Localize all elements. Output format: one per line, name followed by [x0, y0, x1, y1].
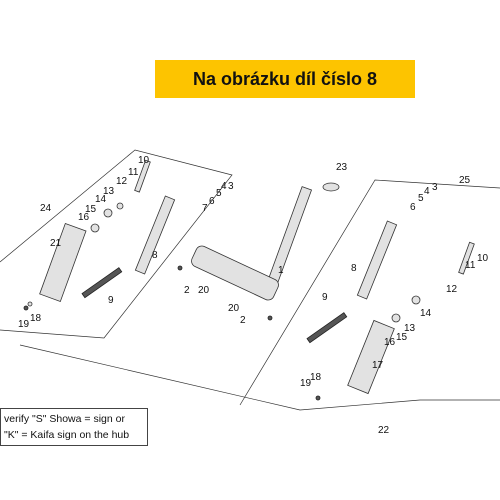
left-spring-9	[81, 267, 123, 299]
clamp-bolt-2a	[177, 265, 183, 271]
right-outer-slider-17	[347, 319, 395, 395]
callout-18-right: 18	[310, 372, 322, 383]
callout-19-left: 19	[18, 319, 30, 330]
callout-17: 17	[372, 360, 384, 371]
bottom-group-frame	[19, 344, 500, 411]
callout-4-left: 4	[221, 181, 227, 192]
left-inner-tube-8	[134, 195, 176, 275]
hub-sign-note: verify "S" Showa = sign or "K" = Kaifa s…	[0, 408, 148, 446]
note-line-2: "K" = Kaifa sign on the hub	[4, 429, 130, 441]
left-washer-18	[27, 301, 33, 307]
callout-13-right: 13	[404, 323, 416, 334]
callout-9-left: 9	[108, 295, 114, 306]
right-top-cap-tube	[458, 241, 475, 275]
callout-4-right: 4	[424, 186, 430, 197]
part-number-banner: Na obrázku díl číslo 8	[155, 60, 415, 98]
bearing-23	[322, 182, 340, 192]
left-outer-slider-21	[39, 222, 87, 302]
right-bolt-19	[315, 395, 321, 401]
triple-clamp-20	[191, 245, 279, 301]
callout-6-right: 6	[410, 202, 416, 213]
callout-10-right: 10	[477, 253, 489, 264]
callout-21: 21	[50, 238, 62, 249]
right-inner-tube-8	[356, 220, 398, 300]
callout-2-top: 2	[184, 285, 190, 296]
callout-11-left: 11	[128, 167, 139, 178]
callout-15-right: 15	[396, 332, 408, 343]
callout-14-left: 14	[95, 194, 107, 205]
callout-12-right: 12	[446, 284, 458, 295]
callout-2-bottom: 2	[240, 315, 246, 326]
left-seal-16	[90, 223, 100, 233]
callout-22: 22	[378, 425, 390, 436]
callout-15-left: 15	[85, 204, 97, 215]
left-washer-13	[116, 202, 124, 210]
steering-stem-1	[263, 186, 313, 294]
callout-6-left: 6	[209, 196, 215, 207]
callout-23: 23	[336, 162, 348, 173]
callout-14-right: 14	[420, 308, 432, 319]
right-spring-9	[306, 312, 348, 344]
callout-11-right: 11	[465, 260, 476, 271]
callout-5-right: 5	[418, 193, 424, 204]
callout-3-left: 3	[228, 181, 234, 192]
callout-1: 1	[278, 265, 284, 276]
callout-12-left: 12	[116, 176, 128, 187]
callout-25: 25	[459, 175, 471, 186]
note-line-1: verify "S" Showa = sign or	[4, 413, 125, 425]
callout-9-right: 9	[322, 292, 328, 303]
callout-13-left: 13	[103, 186, 115, 197]
callout-5-left: 5	[216, 188, 222, 199]
right-seal-16	[391, 313, 401, 323]
callout-16-right: 16	[384, 337, 396, 348]
callout-16-left: 16	[78, 212, 90, 223]
left-ring-14	[103, 208, 113, 218]
callout-20-top: 20	[198, 285, 210, 296]
callout-10-left: 10	[138, 155, 150, 166]
callout-3-right: 3	[432, 182, 438, 193]
callout-8-left: 8	[152, 250, 158, 261]
right-ring-14	[411, 295, 421, 305]
callout-7: 7	[202, 203, 208, 214]
right-fork-frame	[239, 179, 500, 406]
callout-8-right: 8	[351, 263, 357, 274]
callout-20-bottom: 20	[228, 303, 240, 314]
left-top-cap-tube	[134, 159, 151, 193]
left-fork-frame	[0, 149, 233, 339]
callout-19-right: 19	[300, 378, 312, 389]
clamp-bolt-2b	[267, 315, 273, 321]
callout-24: 24	[40, 203, 52, 214]
left-bolt-19	[23, 305, 29, 311]
callout-18-left: 18	[30, 313, 42, 324]
